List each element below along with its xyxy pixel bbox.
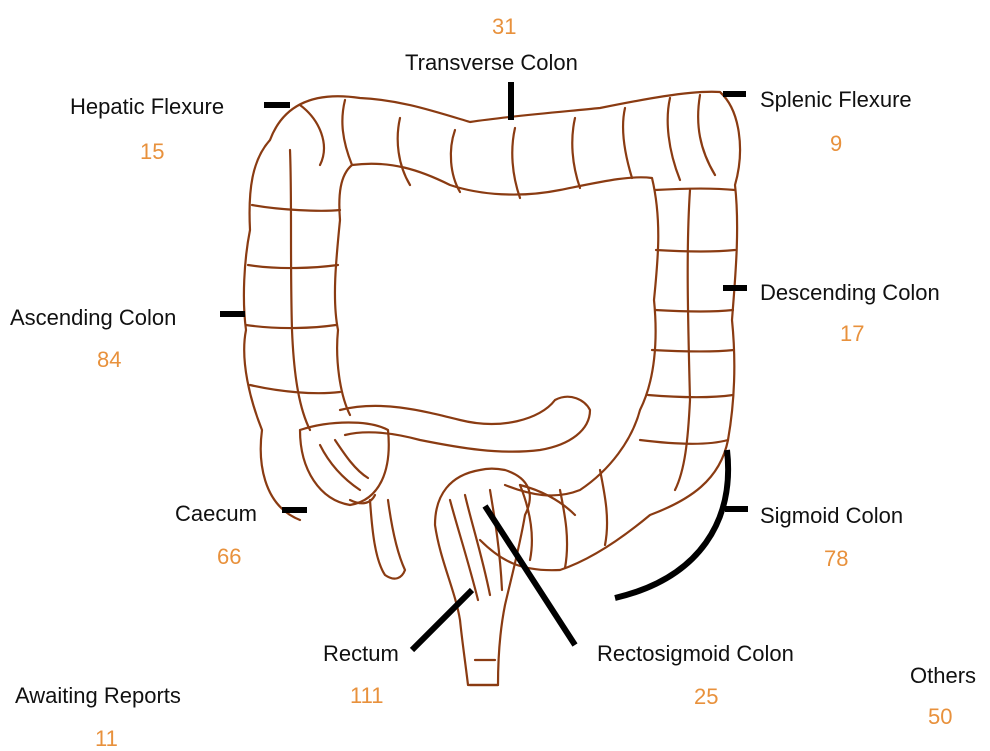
others-label: Others — [910, 665, 976, 687]
caecum-count: 66 — [217, 546, 241, 568]
leader-sigmoid-arc — [615, 450, 728, 598]
splenic-label: Splenic Flexure — [760, 89, 912, 111]
ascending-label: Ascending Colon — [10, 307, 176, 329]
splenic-count: 9 — [830, 133, 842, 155]
others-count: 50 — [928, 706, 952, 728]
appendix-outline — [370, 500, 405, 579]
awaiting-count: 11 — [95, 728, 118, 750]
rectum-label: Rectum — [323, 643, 399, 665]
sigmoid-label: Sigmoid Colon — [760, 505, 903, 527]
rectosigmoid-label: Rectosigmoid Colon — [597, 643, 794, 665]
transverse-label: Transverse Colon — [405, 52, 578, 74]
hepatic-count: 15 — [140, 141, 164, 163]
ascending-count: 84 — [97, 349, 121, 371]
colon-inner-outline — [335, 164, 658, 496]
awaiting-label: Awaiting Reports — [15, 685, 181, 707]
descending-label: Descending Colon — [760, 282, 940, 304]
hepatic-label: Hepatic Flexure — [70, 96, 224, 118]
sigmoid-count: 78 — [824, 548, 848, 570]
rectosigmoid-count: 25 — [694, 686, 718, 708]
ileum-outline — [340, 397, 590, 452]
descending-count: 17 — [840, 323, 864, 345]
caecum-label: Caecum — [175, 503, 257, 525]
transverse-count: 31 — [492, 16, 516, 38]
rectum-count: 111 — [350, 685, 383, 707]
leader-rectosigmoid — [485, 506, 575, 645]
